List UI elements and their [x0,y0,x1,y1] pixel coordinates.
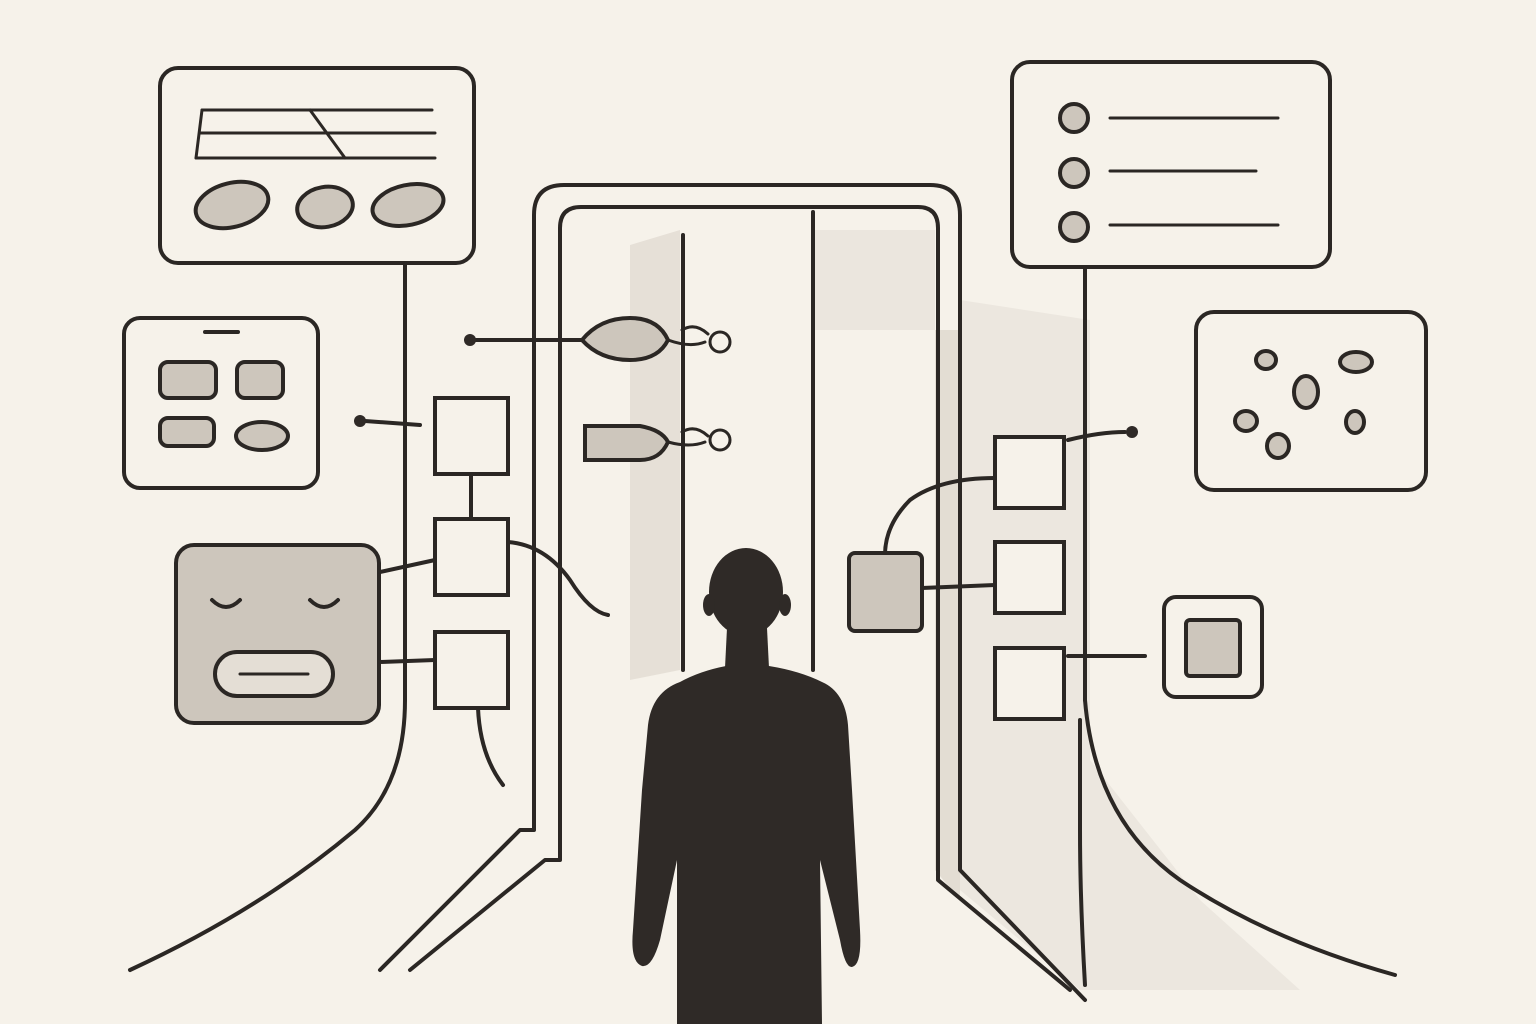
scatter-dots-card-icon [1194,310,1428,492]
center-connectors [464,315,732,462]
flowchart-box-icon [993,435,1066,510]
connector-node-icon [354,415,366,427]
connector-node-icon [1126,426,1138,438]
framed-square-icon [1162,595,1264,699]
flowchart-box-icon [433,517,510,597]
person-silhouette-icon [632,548,861,1024]
tile-grid-card-icon [122,316,320,490]
flowchart-box-icon [433,630,510,710]
flowchart-box-icon [433,396,510,476]
table-card-icon [158,66,476,265]
left-flowchart [363,263,610,787]
flowchart-box-icon [993,540,1066,615]
face-card-icon [174,543,381,725]
list-card-icon [1010,60,1332,269]
flowchart-box-icon [993,646,1066,721]
doorway-icon [378,183,1087,1002]
right-flowchart [883,268,1147,702]
flowchart-box-icon [847,551,924,633]
